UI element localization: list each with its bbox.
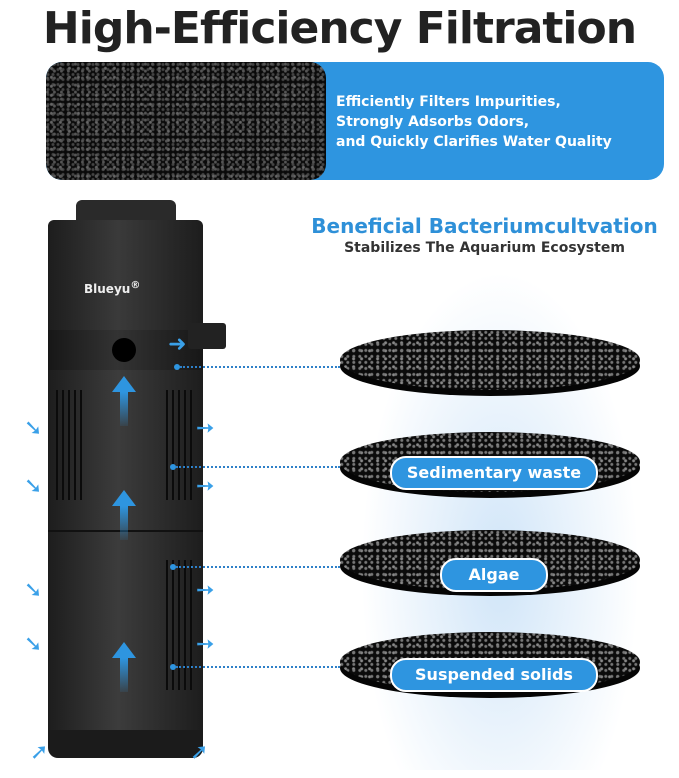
section-caption: Stabilizes The Aquarium Ecosystem <box>344 240 625 256</box>
vent-slots <box>56 390 82 500</box>
page-title: High-Efficiency Filtration <box>42 3 637 54</box>
intake-arrow-icon: ➚ <box>30 740 49 765</box>
label-algae: Algae <box>440 558 548 592</box>
leader-dot <box>170 564 176 570</box>
section-title: Beneficial Bacteriumcultvation <box>311 214 658 238</box>
flow-up-arrow-icon <box>112 490 136 506</box>
intake-arrow-icon: ➙ <box>196 474 215 499</box>
intake-arrow-icon: ➙ <box>196 632 215 657</box>
filter-pump-image: Blueyu® <box>48 200 226 760</box>
pump-foot <box>48 730 203 758</box>
pump-cap <box>76 200 176 222</box>
intake-arrow-icon: ➙ <box>196 578 215 603</box>
leader-line <box>180 366 340 368</box>
leader-dot <box>170 464 176 470</box>
intake-arrow-icon: ➘ <box>24 416 43 441</box>
intake-arrow-icon: ➘ <box>24 578 43 603</box>
leader-line <box>176 466 340 468</box>
banner-text: Efficiently Filters Impurities, Strongly… <box>336 92 612 152</box>
intake-arrow-icon: ➙ <box>196 416 215 441</box>
leader-dot <box>174 364 180 370</box>
filter-foam-image <box>46 62 326 180</box>
flow-up-arrow-icon <box>120 658 128 692</box>
pump-head: Blueyu® <box>48 220 203 330</box>
vent-slots <box>166 390 192 500</box>
banner-line-3: and Quickly Clarifies Water Quality <box>336 134 612 150</box>
intake-port <box>112 338 136 362</box>
water-outlet <box>188 323 226 349</box>
bio-filter-disc <box>340 330 640 390</box>
leader-line <box>176 566 340 568</box>
feature-banner: Efficiently Filters Impurities, Strongly… <box>46 62 664 180</box>
flow-right-arrow-icon: ➜ <box>168 332 187 357</box>
flow-up-arrow-icon <box>112 642 136 658</box>
label-sedimentary-waste: Sedimentary waste <box>390 456 598 490</box>
intake-arrow-icon: ➚ <box>190 740 209 765</box>
banner-line-2: Strongly Adsorbs Odors, <box>336 114 530 130</box>
vent-slots <box>166 560 192 690</box>
intake-arrow-icon: ➘ <box>24 632 43 657</box>
leader-line <box>176 666 340 668</box>
flow-up-arrow-icon <box>120 392 128 426</box>
banner-line-1: Efficiently Filters Impurities, <box>336 94 561 110</box>
intake-arrow-icon: ➘ <box>24 474 43 499</box>
leader-dot <box>170 664 176 670</box>
label-suspended-solids: Suspended solids <box>390 658 598 692</box>
flow-up-arrow-icon <box>120 506 128 540</box>
brand-logo: Blueyu® <box>84 280 141 296</box>
flow-up-arrow-icon <box>112 376 136 392</box>
